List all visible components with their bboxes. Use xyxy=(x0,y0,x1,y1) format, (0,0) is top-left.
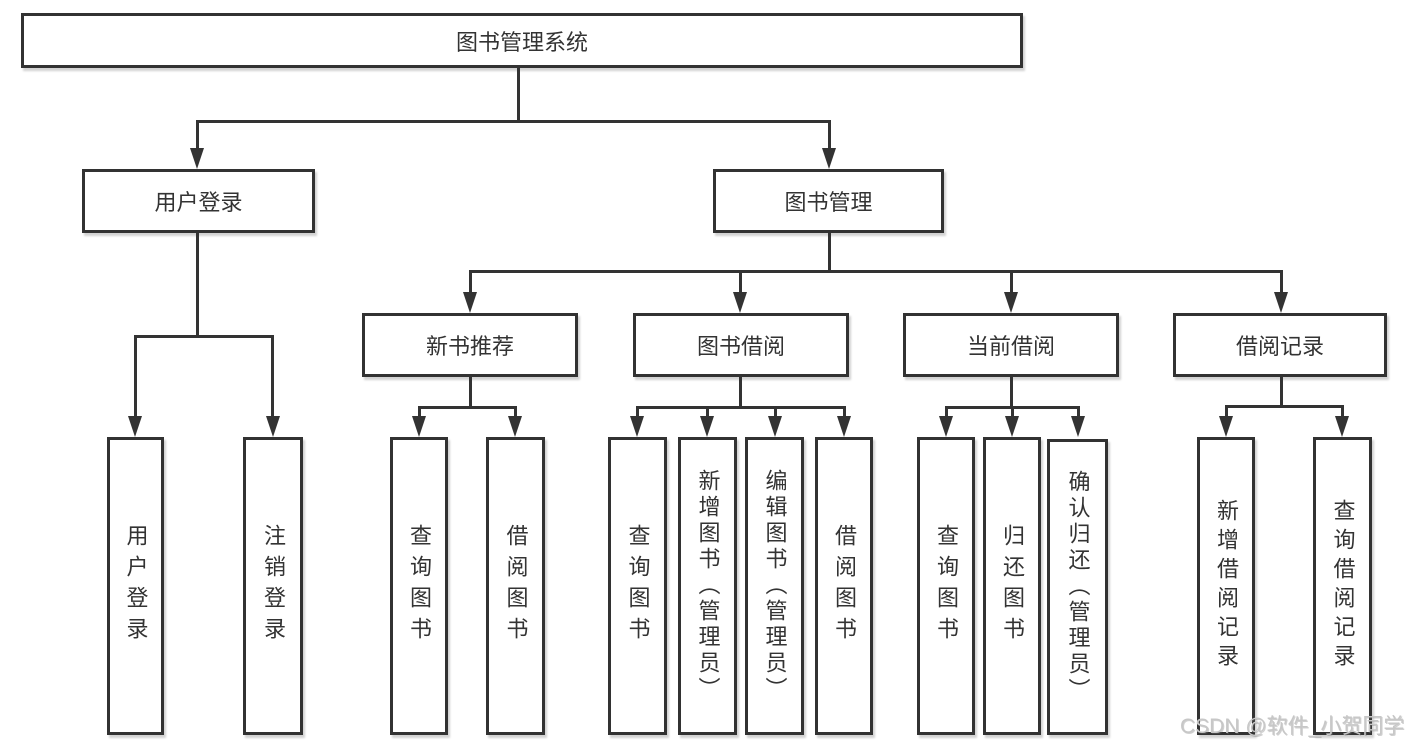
connector-stem-borrowing-records xyxy=(1280,270,1283,295)
arrow-down-icon xyxy=(768,416,782,437)
arrow-down-icon xyxy=(822,148,836,169)
arrow-down-icon xyxy=(508,416,522,437)
node-label: 图书管理 xyxy=(784,190,873,215)
connector-stem-leaf xyxy=(774,406,777,418)
node-label: 新增图书（管理员） xyxy=(695,469,721,703)
connector-stem-leaf xyxy=(1077,406,1080,418)
connector-stem-leaf xyxy=(1011,406,1014,418)
connector-stem-leaf xyxy=(1341,405,1344,418)
connector-stem-leaf xyxy=(706,406,709,418)
node-label: 查询图书 xyxy=(407,524,432,648)
connector-stem-leaf xyxy=(843,406,846,418)
node-label: 图书管理系统 xyxy=(455,29,588,55)
arrow-down-icon xyxy=(1005,416,1019,437)
csdn-watermark: CSDN @软件_小贺同学 xyxy=(1180,715,1405,738)
connector-borrowing-records-trunk xyxy=(1280,377,1283,405)
connector-stem-book-borrowing xyxy=(739,270,742,295)
connector-stem-logout-leaf xyxy=(271,335,274,417)
node-query-borrow-record: 查询借阅记录 xyxy=(1313,437,1372,735)
arrow-down-icon xyxy=(1219,416,1233,437)
node-label: 用户登录 xyxy=(154,190,243,215)
node-borrow-books: 借阅图书 xyxy=(486,437,545,735)
connector-root-trunk xyxy=(517,68,520,120)
node-query-books: 查询图书 xyxy=(390,437,448,735)
connector-book-borrowing-trunk xyxy=(739,377,742,406)
connector-stem-leaf xyxy=(945,406,948,418)
arrow-down-icon xyxy=(1335,416,1349,437)
connector-user-login-trunk xyxy=(196,233,199,335)
arrow-down-icon xyxy=(700,416,714,437)
arrow-down-icon xyxy=(733,292,747,313)
connector-stem-login-leaf xyxy=(134,335,137,417)
node-user-login-leaf: 用户登录 xyxy=(107,437,164,735)
node-label: 图书借阅 xyxy=(696,334,785,359)
node-library-management-system: 图书管理系统 xyxy=(21,13,1023,68)
node-confirm-return-admin: 确认归还（管理员） xyxy=(1047,439,1108,735)
connector-user-login-bar xyxy=(134,335,274,338)
connector-new-book-trunk xyxy=(469,377,472,406)
connector-stem-user-login xyxy=(196,120,199,150)
node-add-borrow-record: 新增借阅记录 xyxy=(1197,437,1255,735)
connector-current-borrowing-trunk xyxy=(1010,377,1013,406)
node-current-borrowing: 当前借阅 xyxy=(903,313,1119,377)
node-label: 新增借阅记录 xyxy=(1214,499,1239,673)
arrow-down-icon xyxy=(630,416,644,437)
connector-stem-leaf xyxy=(418,406,421,418)
node-query-books: 查询图书 xyxy=(608,437,667,735)
node-return-books: 归还图书 xyxy=(983,437,1041,735)
arrow-down-icon xyxy=(190,148,204,169)
node-label: 查询图书 xyxy=(934,524,959,648)
node-add-book-admin: 新增图书（管理员） xyxy=(678,437,737,735)
connector-stem-new-book xyxy=(469,270,472,295)
connector-book-management-trunk xyxy=(828,233,831,270)
connector-book-management-bar xyxy=(469,270,1282,273)
connector-book-borrowing-bar xyxy=(636,406,845,409)
node-query-books: 查询图书 xyxy=(917,437,975,735)
arrow-down-icon xyxy=(1274,292,1288,313)
node-user-login: 用户登录 xyxy=(82,169,315,233)
connector-borrowing-records-bar xyxy=(1225,405,1343,408)
node-label: 查询借阅记录 xyxy=(1330,499,1356,673)
node-label: 归还图书 xyxy=(1000,524,1025,648)
arrow-down-icon xyxy=(1071,416,1085,437)
connector-stem-book-management xyxy=(828,120,831,150)
node-label: 确认归还（管理员） xyxy=(1065,470,1091,704)
connector-stem-leaf xyxy=(636,406,639,418)
node-book-borrowing: 图书借阅 xyxy=(633,313,849,377)
node-label: 用户登录 xyxy=(123,524,149,648)
node-logout: 注销登录 xyxy=(243,437,303,735)
node-label: 注销登录 xyxy=(261,524,286,648)
connector-root-bar xyxy=(196,120,830,123)
connector-stem-current-borrowing xyxy=(1010,270,1013,295)
node-label: 新书推荐 xyxy=(425,334,514,359)
node-label: 编辑图书（管理员） xyxy=(762,469,788,703)
arrow-down-icon xyxy=(266,416,280,437)
node-label: 当前借阅 xyxy=(966,334,1055,359)
arrow-down-icon xyxy=(1004,292,1018,313)
node-new-book-recommendation: 新书推荐 xyxy=(362,313,578,377)
arrow-down-icon xyxy=(939,416,953,437)
node-borrow-books: 借阅图书 xyxy=(815,437,873,735)
connector-new-book-bar xyxy=(418,406,516,409)
node-label: 借阅图书 xyxy=(503,524,529,648)
arrow-down-icon xyxy=(463,292,477,313)
arrow-down-icon xyxy=(837,416,851,437)
node-edit-book-admin: 编辑图书（管理员） xyxy=(745,437,804,735)
connector-stem-leaf xyxy=(1225,405,1228,418)
node-label: 借阅图书 xyxy=(832,524,857,648)
node-label: 查询图书 xyxy=(625,524,651,648)
arrow-down-icon xyxy=(128,416,142,437)
node-book-management: 图书管理 xyxy=(713,169,944,233)
node-label: 借阅记录 xyxy=(1235,334,1324,359)
arrow-down-icon xyxy=(412,416,426,437)
node-borrowing-records: 借阅记录 xyxy=(1173,313,1387,377)
connector-stem-leaf xyxy=(514,406,517,418)
